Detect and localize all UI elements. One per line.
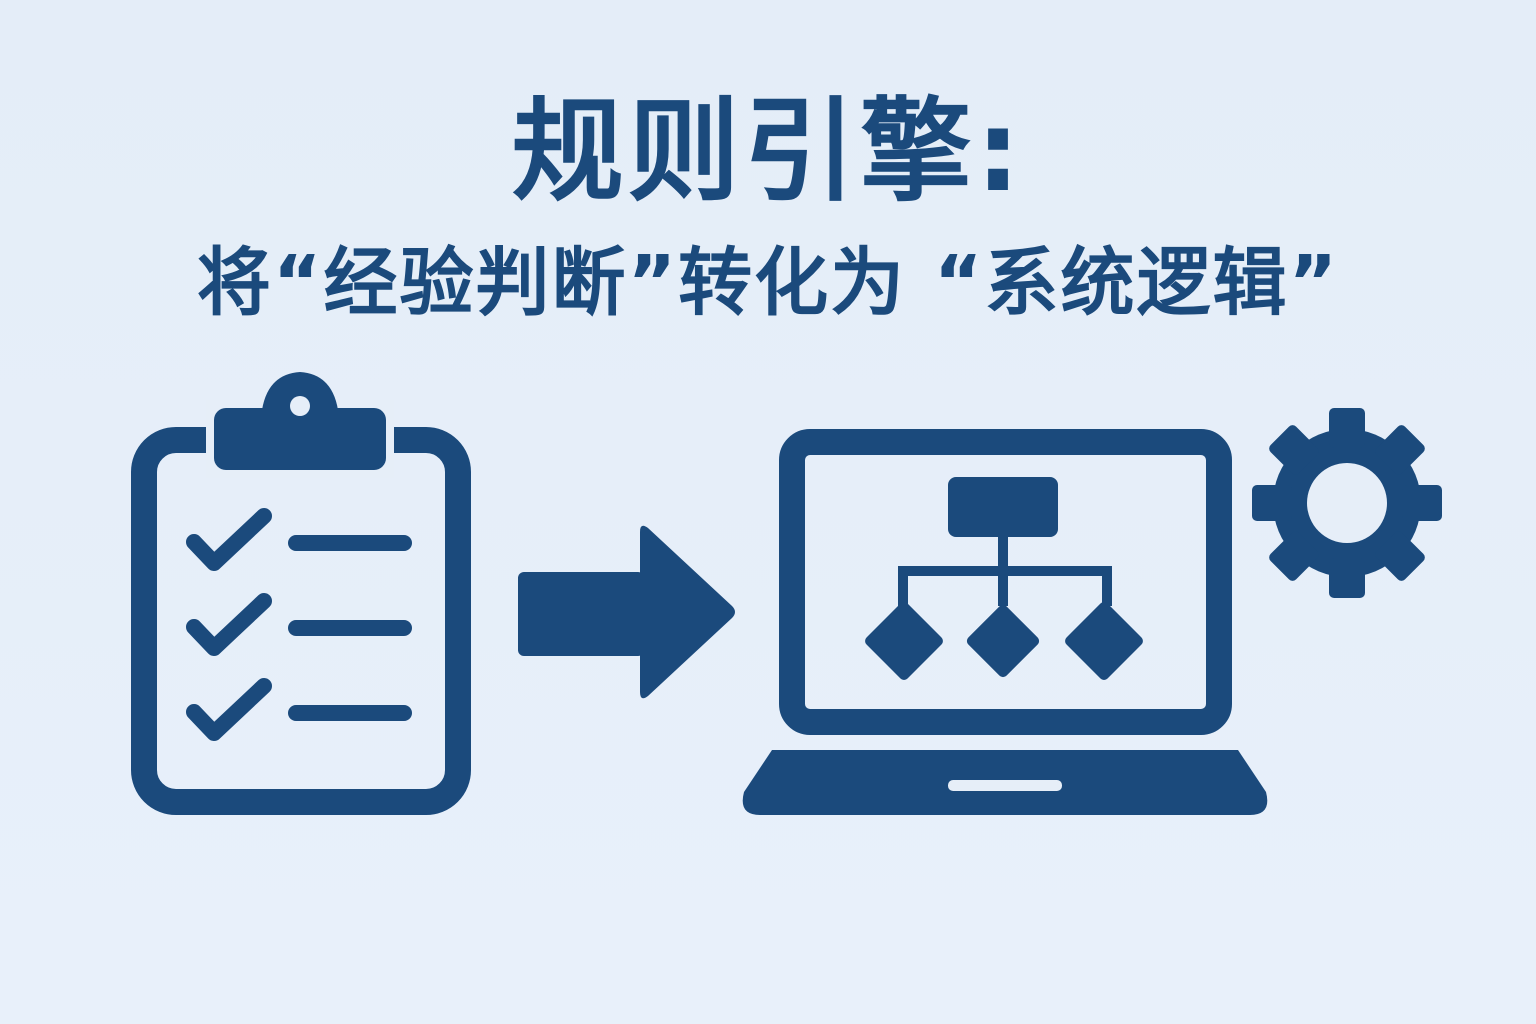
page-title: 规则引擎: xyxy=(511,87,1025,217)
page-subtitle: 将“经验判断”转化为 “系统逻辑” xyxy=(196,240,1340,326)
laptop-flowchart-icon xyxy=(742,429,1268,815)
checklist-items xyxy=(186,508,412,741)
gear-icon xyxy=(1252,408,1442,598)
arrow-right-icon xyxy=(518,525,735,699)
clipboard-checklist-icon xyxy=(131,372,471,815)
